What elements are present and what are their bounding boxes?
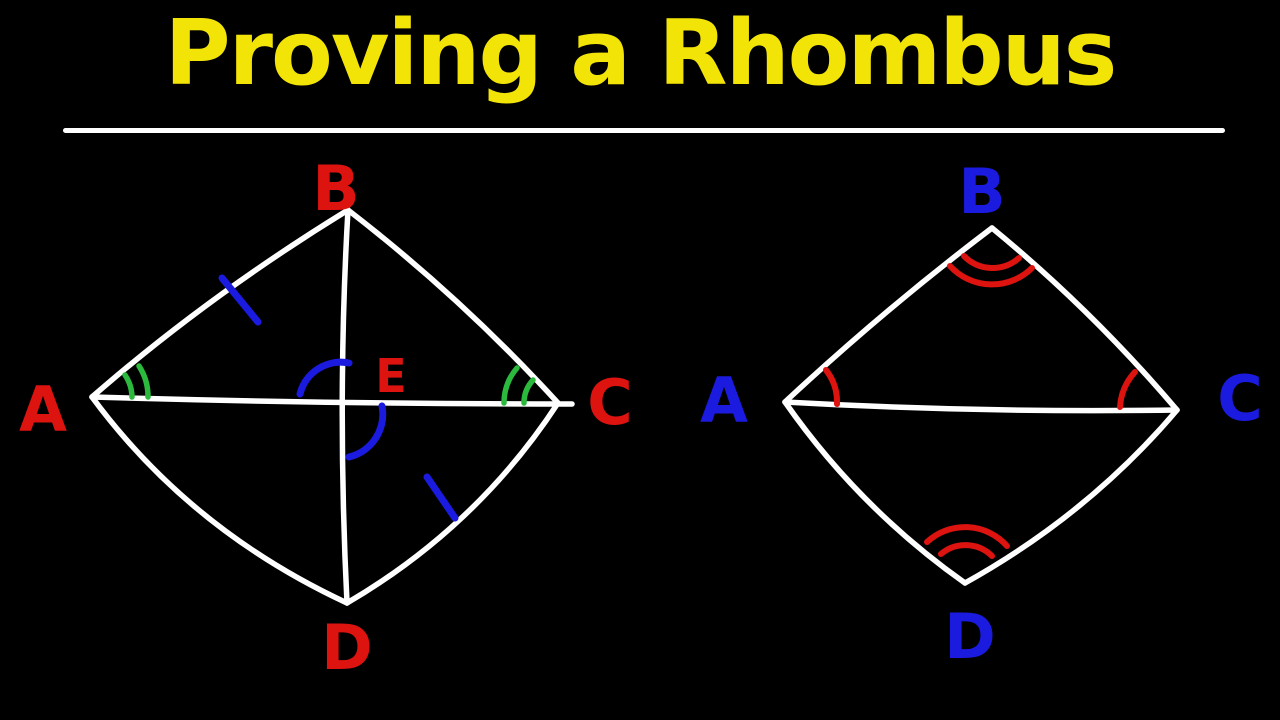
right-side-bc (989, 225, 1180, 413)
angle-arc-c-right (1117, 369, 1138, 410)
right-diagram: A B C D (700, 155, 1263, 673)
left-side-cd (344, 400, 561, 606)
right-side-ab (782, 225, 995, 405)
tick-side-cd (423, 473, 459, 522)
angle-arc-d-outer (924, 524, 1010, 549)
angle-arc-d-inner (938, 542, 995, 559)
angle-arc-b-inner (961, 253, 1022, 271)
right-label-a: A (700, 364, 748, 437)
left-label-a: A (19, 373, 67, 446)
angle-arc-a-right (823, 367, 841, 407)
angle-arc-a-inner (122, 372, 135, 400)
tick-side-ab (218, 274, 262, 326)
angle-arc-c-inner (521, 377, 536, 406)
left-side-ab (89, 207, 351, 400)
left-side-bc (345, 207, 561, 406)
angle-arc-c-outer (501, 365, 520, 406)
left-diagonal-bd (339, 207, 351, 606)
angle-arc-a-outer (136, 363, 151, 400)
left-diagonal-ac (89, 394, 575, 407)
left-label-d: D (321, 611, 372, 684)
title-underline (63, 128, 1225, 133)
right-side-da (782, 399, 968, 586)
left-label-c: C (587, 366, 633, 439)
angle-arc-e-upper (296, 358, 353, 398)
left-label-e: E (375, 349, 406, 403)
angle-arc-e-lower (345, 402, 387, 461)
right-side-cd (962, 407, 1180, 586)
angle-arc-b-outer (947, 263, 1035, 288)
right-label-d: D (944, 600, 995, 673)
right-label-c: C (1217, 362, 1263, 435)
page-title: Proving a Rhombus (164, 1, 1118, 106)
left-label-b: B (312, 152, 359, 225)
left-side-da (89, 394, 350, 606)
right-label-b: B (958, 155, 1005, 228)
left-diagram: A B C D E (19, 152, 633, 684)
